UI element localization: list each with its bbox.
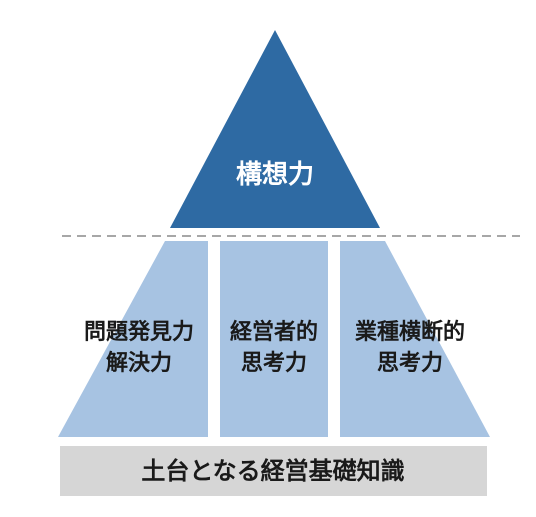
top-label: 構想力	[236, 160, 314, 190]
pillar-left	[58, 241, 208, 437]
pillar-right-label-line1: 業種横断的	[355, 319, 465, 345]
base-bar	[60, 446, 487, 496]
top-triangle	[170, 30, 380, 228]
base-label: 土台となる経営基礎知識	[141, 457, 404, 485]
pillar-middle	[220, 241, 328, 437]
pillar-right-label-line2: 思考力	[377, 351, 443, 376]
pillar-middle-label-line2: 思考力	[241, 351, 307, 376]
pillar-left-label-line2: 解決力	[106, 350, 172, 376]
pillar-left-label-line1: 問題発見力	[84, 320, 194, 345]
pillar-middle-label-line1: 経営者的	[230, 319, 318, 345]
pillar-right	[340, 241, 490, 437]
